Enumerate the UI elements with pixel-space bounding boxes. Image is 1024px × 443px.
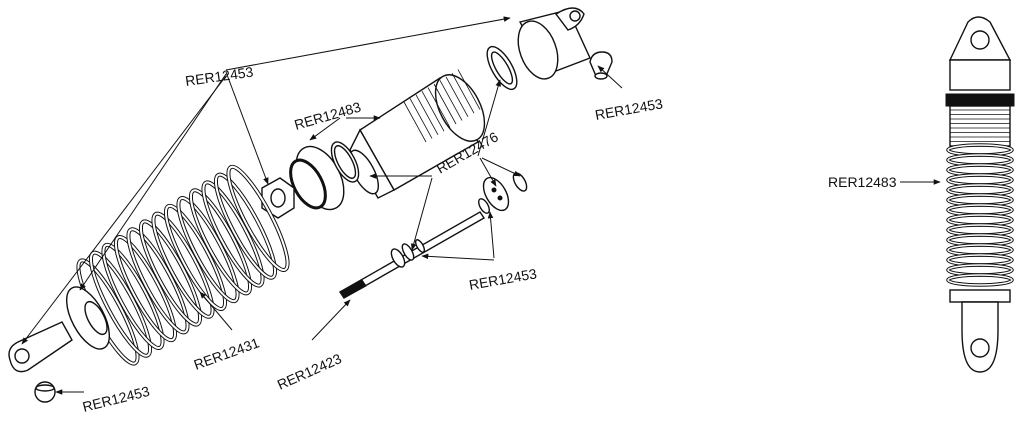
top-cap <box>517 7 591 80</box>
o-ring <box>330 141 360 183</box>
top-ball-end <box>589 51 613 80</box>
bottom-ball <box>34 381 56 403</box>
shock-shaft <box>339 211 485 299</box>
hex-nut <box>261 177 295 219</box>
label-spring: RER12431 <box>192 334 262 373</box>
shock-body <box>348 69 486 199</box>
spring <box>76 164 290 366</box>
seal-ring-top <box>486 45 518 91</box>
piston <box>478 172 528 214</box>
leader-lines <box>21 16 941 395</box>
label-shaft: RER12423 <box>275 350 344 393</box>
collar-nut <box>289 145 345 211</box>
lower-spring-retainer <box>65 286 111 350</box>
lower-rod-end <box>8 321 73 373</box>
assembled-shock <box>945 16 1015 373</box>
label-assembled-collar: RER12483 <box>828 174 897 190</box>
label-shaft-parts: RER12453 <box>468 265 538 293</box>
label-top-ball: RER12453 <box>594 95 664 123</box>
label-bottom-ball: RER12453 <box>81 383 152 415</box>
label-collar: RER12483 <box>292 99 362 133</box>
